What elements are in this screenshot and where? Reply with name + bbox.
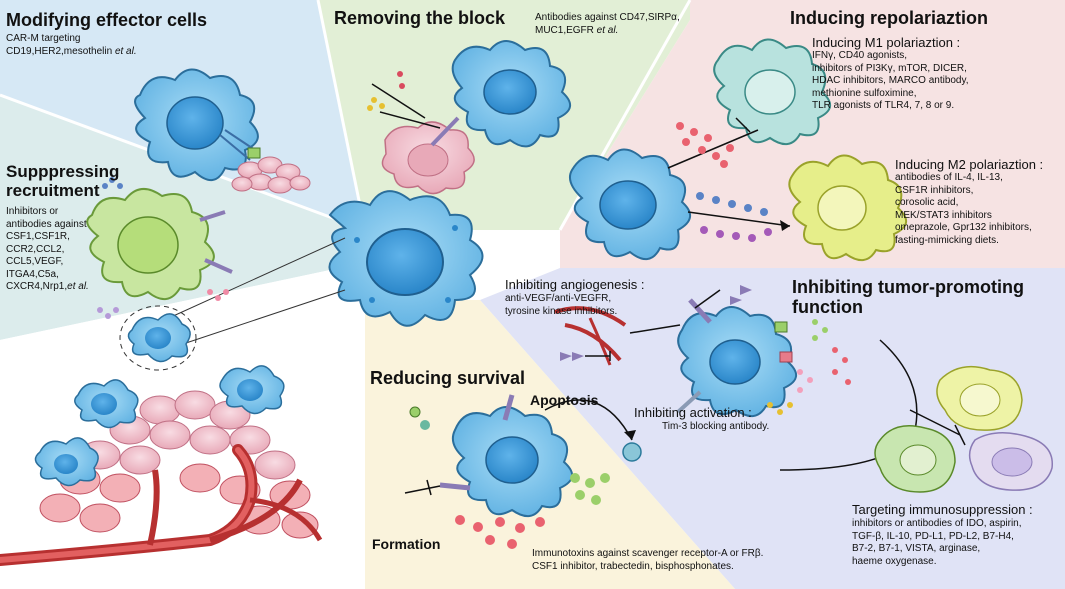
block-macrophage [367, 40, 571, 195]
panel-title-recruitment: Supppressing recruitment [6, 162, 119, 200]
angio-line: tyrosine kinase inhibitors. [505, 305, 618, 317]
tumor-promoting-title-line-2: function [792, 297, 863, 317]
m1-line: methionine sulfoximine, [812, 87, 917, 99]
survival-line: CSF1 inhibitor, trabectedin, bisphosphon… [532, 560, 734, 572]
m2-line: MEK/STAT3 inhibitors [895, 209, 992, 221]
m2-line: omeprazole, Gpr132 inhibitors, [895, 222, 1032, 233]
panel-title-removing: Removing the block [334, 8, 506, 28]
immuno-text: inhibitors or antibodies of IDO, aspirin… [852, 518, 1022, 568]
removing-line-2: MUC1,EGFR et al. [535, 25, 680, 38]
m2-text: antibodies of IL-4, IL-13, CSF1R inhibit… [895, 172, 1032, 247]
recruitment-title-line-2: recruitment [6, 181, 100, 200]
angio-title: Inhibiting angiogenesis : [505, 277, 645, 292]
removing-line-2-text: MUC1,EGFR [535, 24, 597, 36]
removing-et-al: et al. [596, 24, 619, 36]
m1-text: IFNγ, CD40 agonists, inhibitors of PI3Kγ… [812, 50, 969, 113]
immuno-title: Targeting immunosuppression : [852, 502, 1033, 517]
removing-line-1: Antibodies against CD47,SIRPα, [535, 12, 680, 23]
recruitment-line: Inhibitors or [6, 206, 59, 217]
formation-label: Formation [372, 536, 441, 552]
recruitment-macrophage [86, 177, 233, 319]
m2-line: corosolic acid, [895, 197, 959, 208]
survival-macrophage [439, 394, 573, 517]
survival-line: Immunotoxins against scavenger receptor-… [532, 548, 764, 559]
recruitment-line: CCL5,VEGF, [6, 256, 64, 267]
activation-title: Inhibiting activation : [634, 405, 752, 420]
panel-tumor-promoting [480, 268, 1065, 589]
recruitment-line: ITGA4,C5a, [6, 268, 59, 280]
angiogenesis-vessels [554, 306, 627, 366]
car-m-macrophage [134, 68, 311, 194]
m2-line: antibodies of IL-4, IL-13, [895, 172, 1003, 183]
modifying-line-1: CAR-M targeting [6, 33, 81, 44]
apoptotic-body [622, 442, 642, 462]
modifying-line-2-text: CD19,HER2,mesothelin [6, 45, 115, 57]
blood-vessel [0, 444, 323, 566]
m2-line: fasting-mimicking diets. [895, 234, 999, 246]
recruitment-line-last: CXCR4,Nrp1,et al. [6, 281, 89, 294]
circled-monocyte [119, 305, 197, 371]
panel-title-tumor-promoting: Inhibiting tumor-promoting function [792, 277, 1024, 317]
m0-macrophage [569, 148, 691, 260]
recruitment-line-text: CXCR4,Nrp1, [6, 281, 68, 292]
recruitment-title-line-1: Supppressing [6, 162, 120, 181]
tme-macrophages [34, 365, 285, 487]
m2-dots [696, 192, 772, 242]
angio-text: anti-VEGF/anti-VEGFR, tyrosine kinase in… [505, 293, 617, 318]
tp-macrophage [676, 298, 797, 417]
panel-title-modifying: Modifying effector cells [6, 10, 208, 30]
survival-text: Immunotoxins against scavenger receptor-… [532, 548, 763, 573]
panel-title-repolarization: Inducing repolariaztion [790, 8, 989, 28]
angio-line: anti-VEGF/anti-VEGFR, [505, 293, 612, 304]
recruitment-line: CSF1,CSF1R, [6, 231, 70, 242]
modifying-line-2: CD19,HER2,mesothelin et al. [6, 46, 137, 59]
tp-dots [767, 319, 851, 415]
recruitment-line: CCR2,CCL2, [6, 243, 65, 255]
tumor-promoting-title-line-1: Inhibiting tumor-promoting [792, 277, 1024, 297]
m2-macrophage [788, 154, 907, 261]
m1-macrophage [713, 38, 831, 145]
tumor-cluster-small [231, 156, 311, 194]
immuno-line: inhibitors or antibodies of IDO, aspirin… [852, 518, 1022, 529]
m1-line: inhibitors of PI3Kγ, mTOR, DICER, [812, 62, 967, 74]
immuno-line: TGF-β, IL-10, PD-L1, PD-L2, B7-H4, [852, 530, 1014, 542]
removing-text: Antibodies against CD47,SIRPα, MUC1,EGFR… [535, 12, 680, 37]
modifying-et-al: et al. [114, 45, 137, 57]
m1-line: TLR agonists of TLR4, 7, 8 or 9. [812, 100, 955, 111]
m2-title: Inducing M2 polariaztion : [895, 157, 1044, 172]
modifying-text: CAR-M targeting CD19,HER2,mesothelin et … [6, 33, 137, 58]
immuno-line: B7-2, B7-1, VISTA, arginase, [852, 543, 981, 554]
m1-dots [676, 122, 734, 168]
recruitment-line: antibodies against [6, 218, 87, 230]
m1-line: IFNγ, CD40 agonists, [812, 50, 908, 61]
target-cells [874, 365, 1053, 493]
apoptosis-label: Apoptosis [530, 392, 599, 408]
m1-title: Inducing M1 polariaztion : [812, 35, 961, 50]
survival-dots [455, 473, 610, 549]
m1-line: HDAC inhibitors, MARCO antibody, [812, 75, 969, 86]
recruitment-text: Inhibitors or antibodies against CSF1,CS… [6, 206, 89, 294]
activation-text: Tim-3 blocking antibody. [662, 421, 770, 432]
panel-title-survival: Reducing survival [370, 368, 526, 388]
recruitment-et-al: et al. [67, 281, 89, 292]
m2-line: CSF1R inhibitors, [895, 184, 974, 196]
immuno-line: haeme oxygenase. [852, 555, 937, 567]
central-macrophage [328, 190, 484, 327]
